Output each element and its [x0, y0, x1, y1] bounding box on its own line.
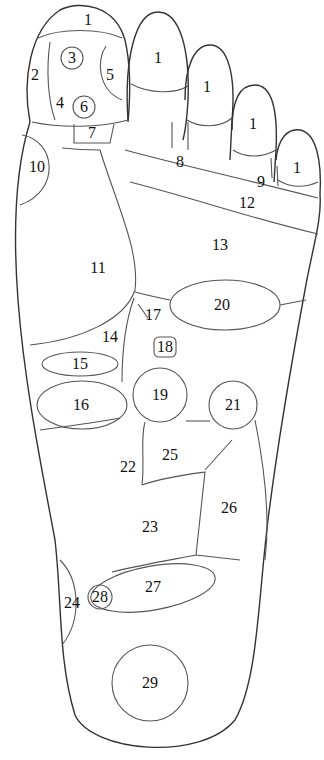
callout-number: 27 [145, 579, 161, 595]
foot-zone-outline [142, 422, 145, 485]
foot-zone-outline [48, 42, 55, 120]
foot-zone-outline [277, 166, 278, 186]
callout-number: 17 [145, 307, 161, 323]
callout-number: 11 [90, 260, 105, 276]
foot-zone-outline [130, 182, 318, 234]
foot-zone-outline [187, 122, 188, 150]
foot-zone-outline [125, 150, 318, 198]
foot-zone-outline [196, 555, 240, 560]
callout-number: 3 [68, 50, 76, 66]
foot-zone-outline [170, 280, 280, 330]
foot-zone-outline [171, 122, 172, 148]
foot-zone-outline [205, 440, 232, 470]
callout-number: 25 [162, 447, 178, 463]
foot-zone-outline [74, 124, 114, 143]
foot-zone-outline [88, 585, 112, 609]
callout-number: 20 [214, 297, 230, 313]
callout-number: 10 [29, 159, 45, 175]
foot-zone-outline [37, 381, 127, 429]
foot-zone-outline [131, 84, 188, 92]
callout-number: 26 [221, 500, 237, 516]
callout-number: 16 [73, 397, 89, 413]
callout-number: 22 [120, 459, 136, 475]
callout-number: 13 [212, 237, 228, 253]
foot-zone-outline [232, 85, 276, 182]
callout-number: 28 [92, 589, 108, 605]
foot-zone-outline [61, 47, 83, 69]
foot-zone-outline [40, 418, 120, 430]
foot-zone-outline [154, 337, 176, 357]
foot-zone-outline [280, 300, 306, 305]
callout-number: 6 [80, 99, 88, 115]
foot-zone-outline [122, 298, 134, 382]
foot-zone-outline [133, 368, 187, 422]
foot-zone-outline [16, 122, 321, 747]
foot-zone-outline [20, 135, 49, 205]
foot-zone-outline [87, 555, 219, 620]
callout-number: 5 [106, 67, 114, 83]
foot-zone-outline [135, 292, 170, 300]
callout-number: 1 [154, 50, 162, 66]
callout-number: 12 [239, 195, 255, 211]
callout-number: 2 [31, 67, 39, 83]
foot-zone-outline [187, 118, 232, 126]
callout-number: 1 [293, 160, 301, 176]
callout-number: 9 [257, 174, 265, 190]
foot-zone-outline [112, 645, 188, 721]
foot-zone-outline [27, 5, 130, 122]
callout-number: 29 [142, 675, 158, 691]
callout-number: 7 [88, 125, 96, 141]
callout-number: 18 [157, 339, 173, 355]
callout-number: 1 [84, 12, 92, 28]
foot-zone-outline [100, 46, 122, 100]
callout-number: 23 [142, 519, 158, 535]
foot-zone-outline [271, 158, 272, 178]
foot-zone-outline [255, 420, 267, 560]
foot-zone-outline [38, 31, 122, 39]
foot-zone-outline [112, 472, 205, 572]
callout-number: 24 [64, 595, 80, 611]
foot-zone-outline [127, 12, 188, 140]
foot-zone-outline [186, 420, 210, 421]
foot-zone-outline [209, 381, 257, 429]
foot-zone-outline [30, 148, 136, 345]
foot-zone-outline [42, 352, 118, 376]
callout-number: 1 [249, 116, 257, 132]
callout-number: 8 [176, 154, 184, 170]
foot-zone-outline [276, 130, 320, 195]
foot-zone-outline [73, 96, 95, 118]
foot-zone-outline [278, 180, 318, 186]
callout-number: 21 [225, 397, 241, 413]
callout-number: 19 [152, 387, 168, 403]
callout-number: 4 [56, 95, 64, 111]
foot-zone-outline [185, 45, 233, 160]
callout-number: 1 [203, 79, 211, 95]
foot-zone-outline [233, 150, 276, 156]
callout-number: 14 [102, 329, 118, 345]
callout-number: 15 [72, 356, 88, 372]
